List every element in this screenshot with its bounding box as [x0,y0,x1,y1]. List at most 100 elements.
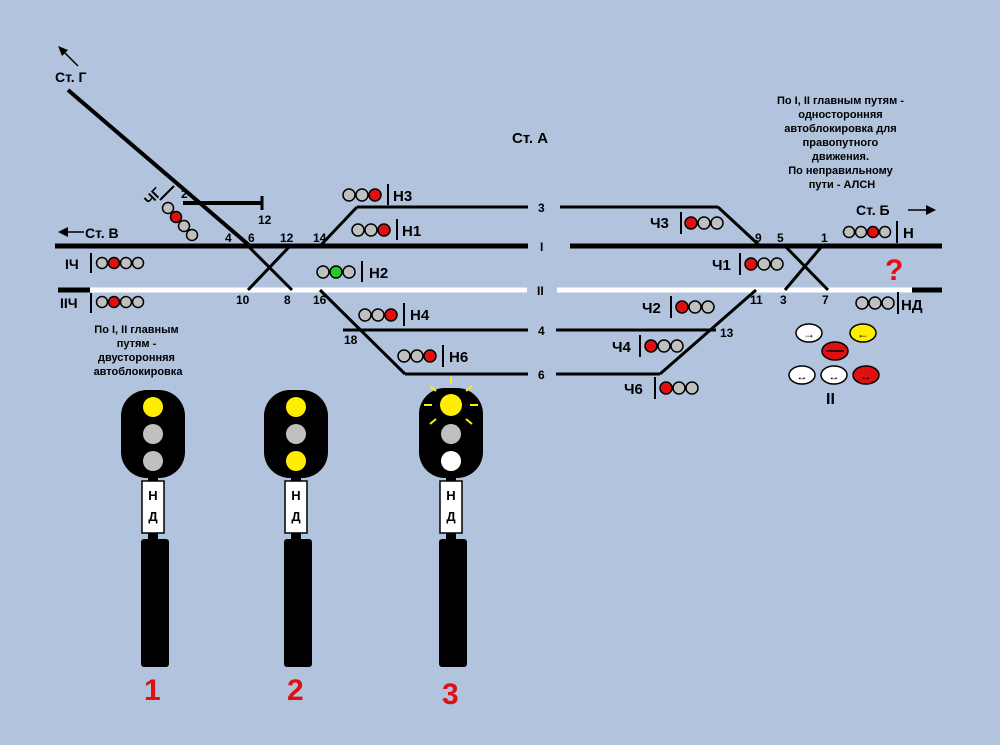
track-3-left [318,205,359,248]
station-v-label: Ст. В [85,225,119,241]
signal-ch3-lamp-2 [697,216,711,230]
signal-n6: Н6 [397,345,468,367]
station-a-label: Ст. А [512,130,548,147]
signal-ch2-lamp-3 [701,300,715,314]
switch-18: 18 [344,333,358,347]
large-signal-1-lamp-top [143,397,163,417]
signal-iich-lamp-3 [119,295,133,309]
large-signal-2-plate-bottom: Д [291,509,301,524]
switch-10: 10 [236,293,250,307]
note-left-line-1: По I, II главным [94,324,178,336]
ray-ne [465,385,473,392]
note-left-line-4: автоблокировка [94,366,184,378]
switch-4: 4 [225,231,232,245]
switch-6: 6 [248,231,255,245]
signal-nd-lamp-1 [855,296,869,310]
signal-n3-lamp-2 [355,188,369,202]
signal-n3-lamp-3 [368,188,382,202]
signal-n3-lamp-1 [342,188,356,202]
signal-n2-lamp-2 [329,265,343,279]
signal-n4-lamp-3 [384,308,398,322]
large-signal-1-lamp-mid [143,424,163,444]
signal-n6-label: Н6 [449,349,468,366]
signal-ch1-lamp-3 [770,257,784,271]
large-signal-1-connector [148,476,158,481]
indicator-label: II [826,391,835,408]
signal-n-label: Н [903,225,914,242]
track-label-6: 6 [538,368,545,382]
switch-14: 14 [313,231,327,245]
signal-ich: IЧ [65,253,145,273]
ray-sw [429,418,437,425]
signal-n-lamp-3 [866,225,880,239]
large-signal-1-plate-bottom: Д [148,509,158,524]
signal-iich-lamp-1 [95,295,109,309]
signal-ch6-lamp-3 [685,381,699,395]
signal-ch4: Ч4 [612,335,684,357]
signal-n2-lamp-1 [316,265,330,279]
track-3-right [716,205,762,248]
signal-nd-lamp-3 [881,296,895,310]
large-signal-2-plate-top: Н [291,488,300,503]
large-signal-3-flash-rays [424,377,478,425]
signal-ch1-label: Ч1 [712,257,731,274]
switch-13: 13 [720,326,734,340]
large-signal-1-plate-top: Н [148,488,157,503]
note-right-line-5: движения. [812,151,869,163]
signal-ch1: Ч1 [712,253,784,275]
signal-chg-mast [159,185,175,201]
large-signal-1-lamp-bottom [143,451,163,471]
crossover-left-b [246,244,292,292]
signal-ch2-label: Ч2 [642,300,661,317]
indicator-red-both [852,365,880,385]
switch-12: 12 [280,231,294,245]
signal-ch6-lamp-1 [659,381,673,395]
signal-chg-lamp-3 [177,219,191,233]
arrow-v-head [58,227,68,237]
signal-n: Н [842,221,914,243]
signal-n2-lamp-3 [342,265,356,279]
station-g-label: Ст. Г [55,69,87,85]
signal-n-lamp-4 [878,225,892,239]
track-lower-right-diag [659,288,757,376]
signal-n6-lamp-3 [423,349,437,363]
crossover-right-a [783,244,830,292]
signal-chg-label: ЧГ [141,184,165,208]
arrow-b-head [926,205,936,215]
switch-5: 5 [777,231,784,245]
large-signal-3-connector [446,476,456,481]
signal-nd: НД [855,292,923,314]
note-left-line-2: путям - [117,338,157,350]
signal-chg-lamp-1 [161,201,175,215]
signal-ch2-lamp-1 [675,300,689,314]
signal-ch4-lamp-1 [644,339,658,353]
indicator-both-arrow-icon-3: ↔ [861,371,872,383]
signal-n4-label: Н4 [410,307,430,324]
switch-3: 3 [780,293,787,307]
switch-2: 2 [181,187,188,201]
signal-ich-label: IЧ [65,256,79,272]
question-mark: ? [885,254,903,287]
switch-11: 11 [750,293,763,307]
note-left-line-3: двусторонняя [98,352,175,364]
signal-ch4-label: Ч4 [612,339,632,356]
large-signal-2-connector [291,476,301,481]
large-signal-1-number: 1 [144,674,161,707]
signal-iich-label: IIЧ [60,295,78,311]
switch-7: 7 [822,293,829,307]
large-signal-3-number: 3 [442,678,459,711]
signal-ch2: Ч2 [642,296,715,318]
signal-n3: Н3 [342,184,412,205]
signal-ch3-label: Ч3 [650,215,669,232]
signal-ch1-lamp-1 [744,257,758,271]
large-signal-1-mast [141,539,169,667]
signal-n3-label: Н3 [393,188,412,205]
signal-ich-lamp-3 [119,256,133,270]
switch-9: 9 [755,231,762,245]
signal-ch3: Ч3 [650,212,724,234]
track-branch-g [66,88,252,248]
signal-n6-lamp-2 [410,349,424,363]
signal-n4: Н4 [358,303,430,326]
signal-n1-label: Н1 [402,223,421,240]
signal-ch6: Ч6 [624,377,699,399]
